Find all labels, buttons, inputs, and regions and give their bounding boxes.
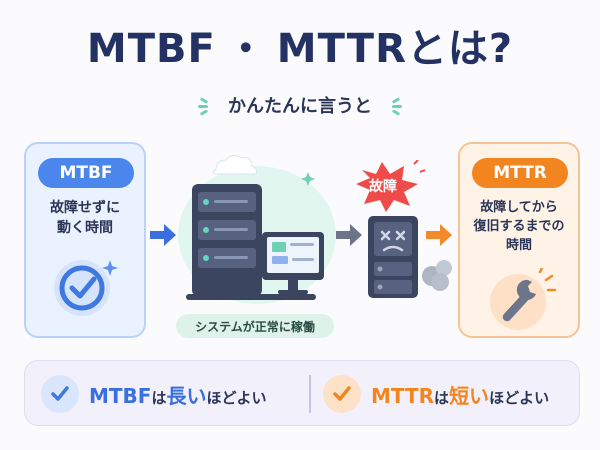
mtbf-desc-line1: 故障せずに <box>50 200 120 216</box>
mtbf-description: 故障せずに 動く時間 <box>26 198 144 238</box>
summary-mttr-end: ほどよい <box>489 388 550 407</box>
mttr-desc-line2: 復旧するまでの <box>473 219 565 234</box>
monitor-icon <box>262 232 324 294</box>
summary-bar: MTBFは長いほどよい MTTRは短いほどよい <box>24 360 580 426</box>
subtitle: かんたんに言うと <box>228 96 372 117</box>
summary-mttr-key: 短い <box>449 383 490 408</box>
broken-server-icon <box>368 216 452 298</box>
mttr-description: 故障してから 復旧するまでの 時間 <box>460 198 578 255</box>
subtitle-row: かんたんに言うと <box>0 92 600 118</box>
summary-mtbf-key: 長い <box>166 383 207 408</box>
arrow-right-icon <box>426 224 452 246</box>
arrow-right-icon <box>150 224 176 246</box>
check-icon <box>54 260 118 316</box>
mttr-desc-line1: 故障してから <box>480 200 558 215</box>
mttr-desc-line3: 時間 <box>505 238 532 253</box>
title-mttr: MTTR <box>276 26 407 72</box>
summary-mtbf-term: MTBF <box>89 383 152 408</box>
title-mtbf: MTBF <box>86 26 216 72</box>
sparkle-left-icon <box>198 96 216 116</box>
summary-mtbf-end: ほどよい <box>206 388 267 407</box>
summary-divider <box>309 375 311 413</box>
sparkle-right-icon <box>384 96 402 116</box>
summary-mtbf-mid: は <box>151 388 167 407</box>
summary-mttr-text: MTTRは短いほどよい <box>371 380 549 409</box>
failure-badge-text: 故障 <box>369 179 397 195</box>
summary-mtbf: MTBFは長いほどよい <box>41 374 266 414</box>
summary-mtbf-text: MTBFは長いほどよい <box>89 380 266 409</box>
mtbf-desc-line2: 動く時間 <box>57 220 113 236</box>
running-label: システムが正常に稼働 <box>176 314 334 338</box>
arrow-right-icon <box>336 224 362 246</box>
mtbf-card: MTBF 故障せずに 動く時間 <box>24 142 146 338</box>
mtbf-pill: MTBF <box>38 158 134 188</box>
summary-mttr-mid: は <box>434 388 450 407</box>
check-icon <box>41 375 79 413</box>
title-dot: ・ <box>225 26 267 72</box>
mttr-pill: MTTR <box>472 158 568 188</box>
summary-mttr: MTTRは短いほどよい <box>323 374 549 414</box>
check-icon <box>323 375 361 413</box>
mttr-card: MTTR 故障してから 復旧するまでの 時間 <box>458 142 580 338</box>
server-icon <box>186 154 324 300</box>
summary-mttr-term: MTTR <box>371 383 435 408</box>
wrench-icon <box>490 268 557 330</box>
failure-burst-icon <box>356 160 426 212</box>
title-suffix: とは? <box>406 26 514 72</box>
page-title: MTBF・MTTRとは? <box>0 16 600 74</box>
